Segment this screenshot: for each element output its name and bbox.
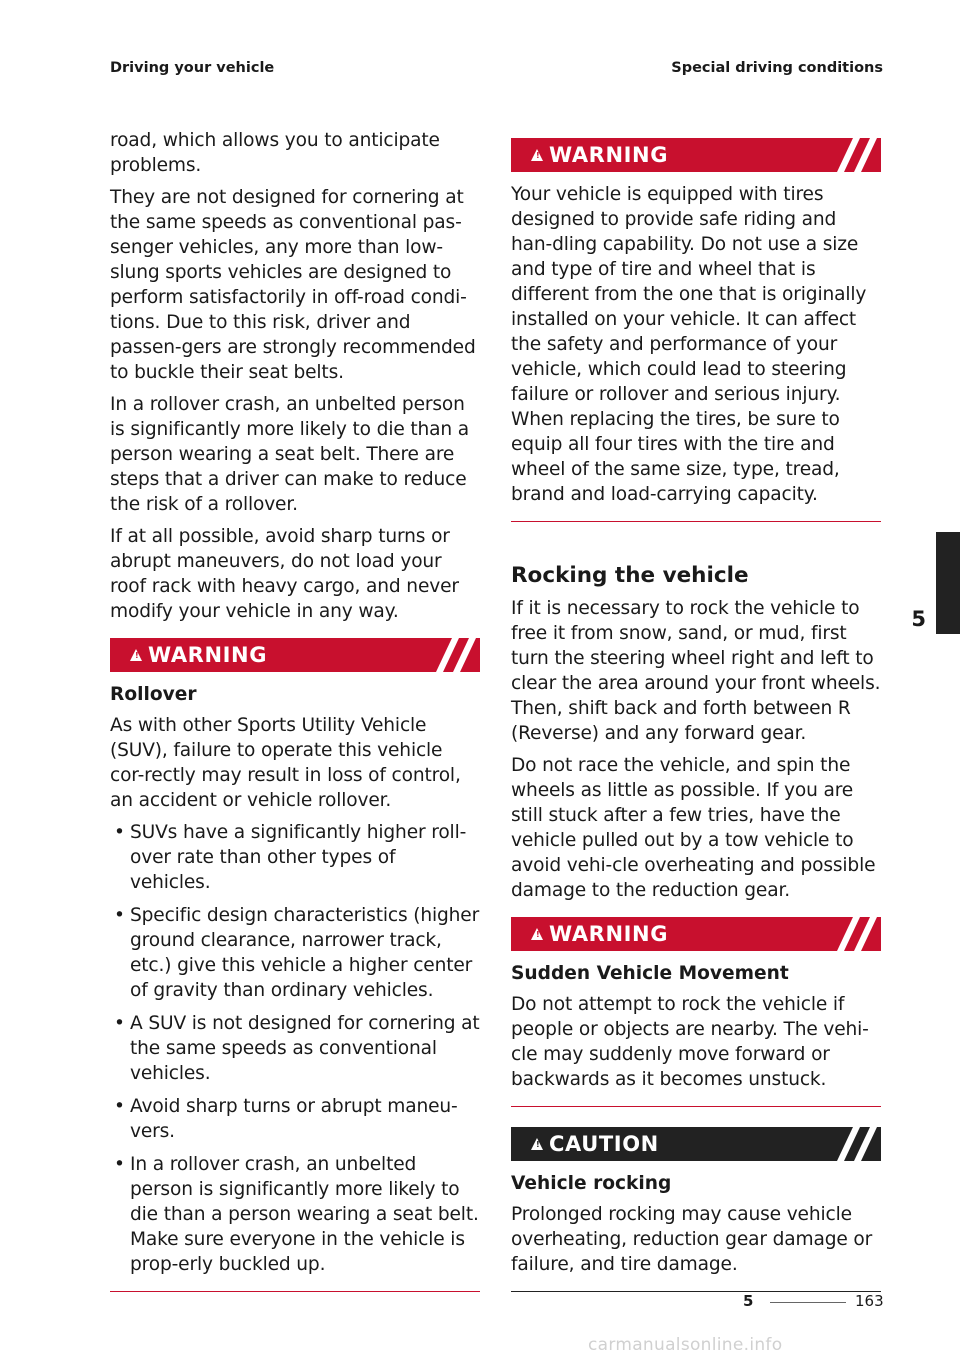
warning-label: WARNING (549, 143, 669, 167)
paragraph: road, which allows you to anticipate pro… (110, 130, 440, 176)
slash-stripes-icon (837, 917, 877, 951)
warning-banner: ! WARNING (110, 638, 480, 672)
warning-title: Rollover (110, 684, 197, 705)
caution-text: Prolonged rocking may cause vehicle over… (511, 1204, 873, 1275)
warning-text: As with other Sports Utility Vehicle (SU… (110, 715, 461, 811)
slash-stripes-icon (837, 138, 877, 172)
left-column: road, which allows you to anticipate pro… (110, 128, 480, 1292)
warning-label: WARNING (148, 643, 268, 667)
header-section-title: Driving your vehicle (110, 60, 275, 76)
warning-title: Sudden Vehicle Movement (511, 963, 789, 984)
paragraph: They are not designed for cornering at t… (110, 187, 476, 383)
caution-banner: ! CAUTION (511, 1127, 881, 1161)
footer-divider (770, 1302, 846, 1303)
warning-triangle-icon: ! (531, 149, 543, 161)
right-column: ! WARNING Your vehicle is equipped with … (511, 124, 881, 1292)
caution-triangle-icon: ! (531, 1138, 543, 1150)
warning-banner: ! WARNING (511, 917, 881, 951)
list-item: In a rollover crash, an unbelted person … (110, 1152, 480, 1277)
paragraph: If it is necessary to rock the vehicle t… (511, 598, 881, 744)
bullet-list: SUVs have a significantly higher roll-ov… (110, 820, 480, 1277)
section-title: Rocking the vehicle (511, 563, 749, 588)
warning-end-rule (511, 1106, 881, 1107)
warning-end-rule (110, 1291, 480, 1292)
warning-text: Your vehicle is equipped with tires desi… (511, 184, 867, 505)
paragraph: If at all possible, avoid sharp turns or… (110, 526, 459, 622)
watermark: carmanualsonline.info (588, 1335, 783, 1355)
caution-end-rule (511, 1291, 881, 1292)
chapter-thumb-tab (936, 532, 960, 634)
list-item: A SUV is not designed for cornering at t… (110, 1011, 480, 1086)
warning-end-rule (511, 521, 881, 522)
list-item: Specific design characteristics (higher … (110, 903, 480, 1003)
paragraph: In a rollover crash, an unbelted person … (110, 394, 470, 515)
list-item: Avoid sharp turns or abrupt maneu-vers. (110, 1094, 480, 1144)
slash-stripes-icon (837, 1127, 877, 1161)
caution-title: Vehicle rocking (511, 1173, 672, 1194)
warning-triangle-icon: ! (130, 649, 142, 661)
footer-chapter-number: 5 (743, 1292, 754, 1310)
warning-banner: ! WARNING (511, 138, 881, 172)
footer-page-number: 163 (855, 1292, 884, 1310)
header-chapter-title: Special driving conditions (671, 60, 883, 76)
warning-text: Do not attempt to rock the vehicle if pe… (511, 994, 869, 1090)
warning-triangle-icon: ! (531, 928, 543, 940)
caution-label: CAUTION (549, 1132, 659, 1156)
warning-label: WARNING (549, 922, 669, 946)
slash-stripes-icon (436, 638, 476, 672)
list-item: SUVs have a significantly higher roll-ov… (110, 820, 480, 895)
paragraph: Do not race the vehicle, and spin the wh… (511, 755, 876, 901)
chapter-tab-number: 5 (911, 607, 926, 631)
